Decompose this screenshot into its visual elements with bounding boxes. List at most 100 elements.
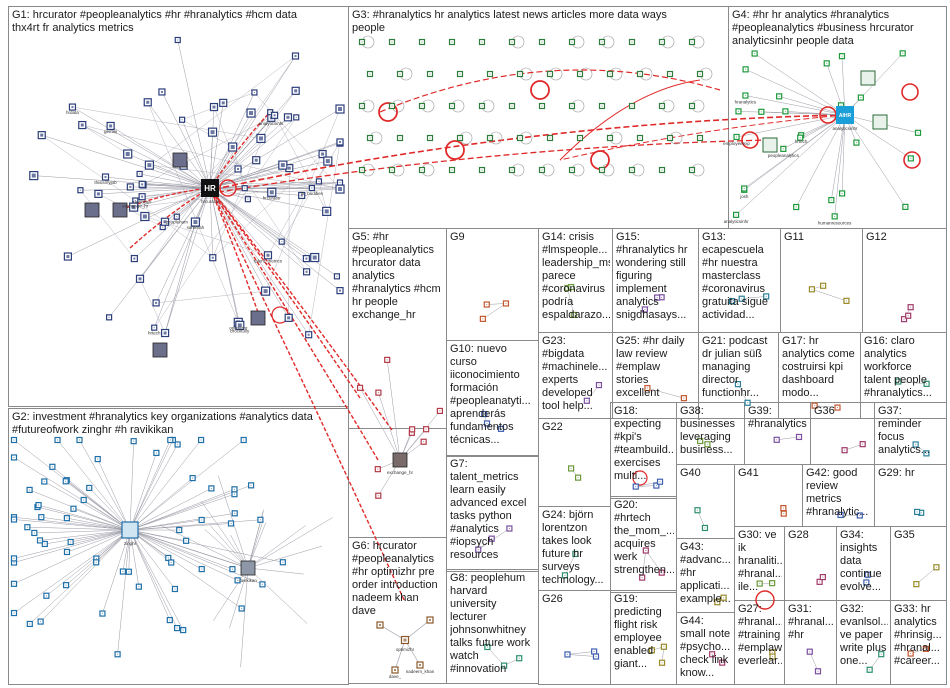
g2-edge bbox=[247, 567, 308, 624]
g1-edge bbox=[139, 187, 211, 279]
hrcurator-hub-node bbox=[201, 179, 219, 197]
g1-edge bbox=[155, 187, 211, 304]
g2-edge bbox=[200, 500, 249, 569]
group-label-g40: G40 bbox=[680, 467, 701, 479]
g2-node-fill bbox=[230, 522, 232, 524]
g1-node-caption: ravikikan bbox=[133, 200, 151, 205]
group-panel-g37 bbox=[874, 402, 947, 465]
group-label-g35: G35 bbox=[894, 529, 915, 541]
g2-edge bbox=[129, 529, 233, 570]
g2-node-fill bbox=[97, 458, 99, 460]
g1-node-caption: talent_metrics bbox=[254, 258, 283, 263]
g2-node-fill bbox=[250, 484, 252, 486]
group-label-g2: G2: investment #hranalytics key organiza… bbox=[12, 411, 313, 436]
g1-cross-edge bbox=[182, 92, 255, 120]
g1-edge bbox=[209, 187, 341, 291]
g20-node-fill bbox=[661, 572, 663, 574]
g2-edge bbox=[129, 529, 242, 609]
g2-edge bbox=[129, 529, 263, 585]
g2-node-fill bbox=[201, 568, 203, 570]
g3-red-edge bbox=[559, 79, 701, 161]
g21-edge bbox=[737, 384, 748, 403]
g4-to-g1-red-edge bbox=[219, 114, 846, 189]
g3-red-self-loop bbox=[590, 150, 610, 170]
g2-edge bbox=[247, 567, 304, 575]
g26-node-fill bbox=[595, 656, 597, 658]
g11-edge bbox=[811, 289, 847, 302]
group-label-g29: G29: hr bbox=[878, 467, 915, 479]
g1-node-fill bbox=[147, 163, 152, 168]
g1-edge bbox=[209, 167, 290, 189]
captions-layer: hr_buddiessamerahanalyticsinhrthisismyjo… bbox=[66, 100, 858, 679]
g1-avatar-node bbox=[112, 202, 128, 218]
g2-node-fill bbox=[33, 532, 35, 534]
g2-edge bbox=[129, 493, 235, 531]
g4-node-caption: peopleanalytics bbox=[768, 153, 800, 158]
g22-node-fill bbox=[570, 467, 572, 469]
g3-node-fill bbox=[511, 41, 513, 43]
g4-logo-node bbox=[860, 70, 876, 86]
g4-node-fill bbox=[784, 110, 786, 112]
g1-node-fill bbox=[287, 316, 291, 320]
g3-node-fill bbox=[399, 137, 401, 139]
g15-node-fill bbox=[661, 296, 663, 298]
g27-node-fill bbox=[771, 651, 773, 653]
g4-node-fill bbox=[782, 148, 784, 150]
g1-node-fill bbox=[142, 214, 147, 219]
g2-hub-edge bbox=[129, 529, 249, 569]
g3-node-fill bbox=[451, 169, 453, 171]
g5-node-fill bbox=[377, 468, 379, 470]
g6-node-fill bbox=[394, 669, 396, 671]
g4-node-fill bbox=[904, 206, 906, 208]
g5-edge bbox=[359, 387, 401, 461]
g35-node-fill bbox=[935, 566, 937, 568]
g7-node-fill bbox=[477, 549, 479, 551]
g26-node-fill bbox=[566, 653, 568, 655]
g2-edge bbox=[129, 529, 171, 621]
g1-node-fill bbox=[321, 152, 325, 156]
g33-node-fill bbox=[925, 648, 927, 650]
group-label-g3: G3: #hranalytics hr analytics latest new… bbox=[352, 9, 667, 34]
g1-node-fill bbox=[266, 253, 270, 257]
g5-node-fill bbox=[423, 441, 425, 443]
g3-node-fill bbox=[361, 41, 363, 43]
g14-node-fill bbox=[567, 287, 569, 289]
g3-node-fill bbox=[399, 73, 401, 75]
g1-node-fill bbox=[305, 257, 308, 260]
g2-node-fill bbox=[261, 583, 263, 585]
g2-node-fill bbox=[13, 557, 15, 559]
g11-node-fill bbox=[822, 285, 824, 287]
g14-edge bbox=[567, 287, 575, 315]
g1-avatar-node bbox=[84, 202, 100, 218]
group-label-g34: G34: insights data continue evolve... bbox=[840, 529, 882, 593]
g4-node-fill bbox=[841, 192, 843, 194]
g4-edge bbox=[841, 56, 846, 116]
g5-node-fill bbox=[439, 410, 441, 412]
g3-node-fill bbox=[519, 137, 521, 139]
g20-node-fill bbox=[641, 577, 643, 579]
g18-node-fill bbox=[635, 486, 637, 488]
g2-node-fill bbox=[40, 621, 42, 623]
g1-node-caption: gemini bbox=[104, 129, 117, 134]
g1-node-fill bbox=[79, 189, 81, 191]
g4-node-fill bbox=[795, 206, 797, 208]
g4-node-fill bbox=[902, 52, 904, 54]
g5-node-fill bbox=[411, 428, 413, 430]
g6-node-fill bbox=[379, 624, 381, 626]
g1-node-fill bbox=[318, 180, 320, 182]
g1-edge bbox=[209, 153, 323, 189]
g31-node-fill bbox=[809, 651, 811, 653]
exchange-hr-node bbox=[392, 452, 408, 468]
g1-edge bbox=[41, 134, 211, 189]
group-panel-g26 bbox=[538, 590, 611, 685]
g2-node-fill bbox=[95, 558, 97, 560]
g32-node-fill bbox=[880, 653, 882, 655]
group-panel-g2 bbox=[8, 408, 349, 685]
g4-node-fill bbox=[855, 142, 857, 144]
group-label-g8: G8: peoplehum harvard university lecture… bbox=[450, 572, 531, 675]
g2-node-fill bbox=[70, 541, 72, 543]
g4-edge bbox=[745, 69, 846, 116]
g2-node-fill bbox=[182, 629, 184, 631]
g4-edge bbox=[834, 114, 846, 217]
